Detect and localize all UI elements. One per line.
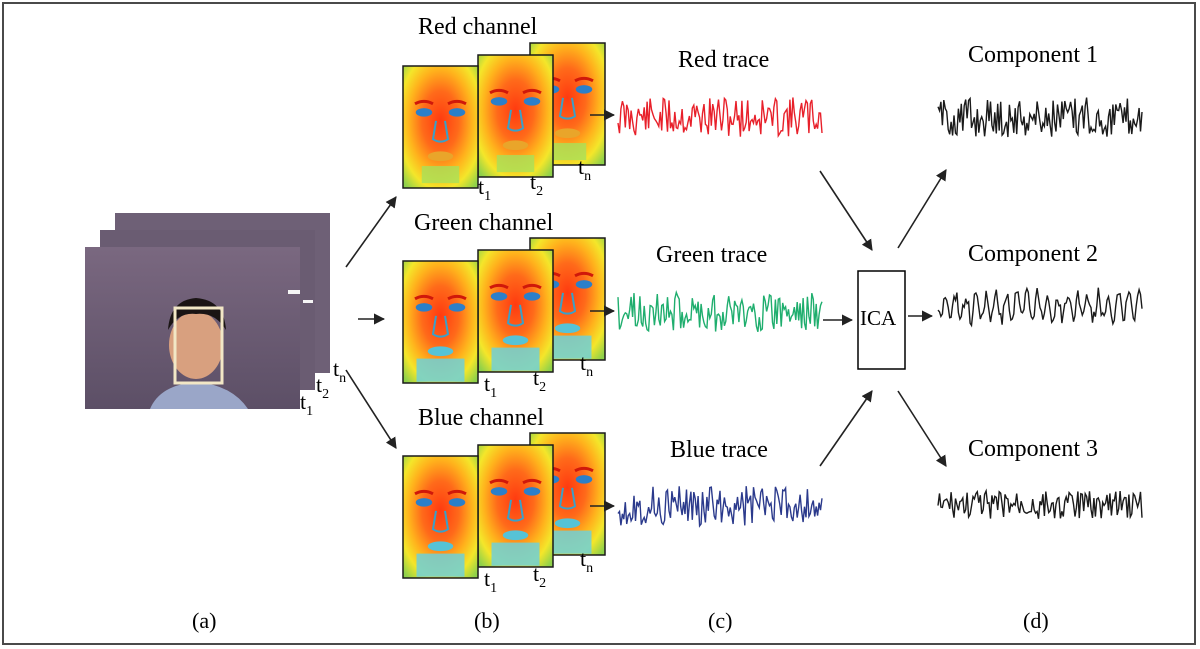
blue-channel-stack-frame-t1 [402,455,479,579]
component-2-title: Component 2 [968,241,1098,267]
red-channel-stack-frame-t2 [477,54,554,178]
green-trace-title: Green trace [656,242,768,268]
blue-channel-stack-frame-t2 [477,444,554,568]
arrow-video-to-red [345,196,397,268]
time-label-blue-tn: tn [580,546,594,576]
arrows [345,109,947,512]
component-1-line [937,96,1143,138]
component-1-title: Component 1 [968,42,1098,68]
ica-box [857,270,906,370]
arrow-video-to-blue [345,369,397,449]
time-label-blue-t2: t2 [533,561,547,591]
panel-label-d: (d) [1023,608,1049,633]
component-2-line [937,286,1143,328]
blue-channel-stack [402,432,606,579]
ica-label: ICA [860,306,897,330]
time-label-green-t2: t2 [533,365,547,395]
video-frame-stack [85,213,330,409]
arrow-blue-trace-to-ica [819,390,873,467]
time-label-green-t1: t1 [484,371,498,401]
channel-stacks [402,42,606,579]
time-label-red-tn: tn [578,154,592,184]
arrow-ica-to-component-1 [897,169,947,249]
time-label-a-t2: t2 [316,372,330,402]
arrow-ica-to-component-3 [897,390,947,467]
time-label-a-t1: t1 [300,389,314,419]
panel-label-c: (c) [708,608,733,633]
time-label-blue-t1: t1 [484,566,498,596]
red-channel-stack [402,42,606,189]
video-frame-t1 [85,247,313,409]
green-channel-stack [402,237,606,384]
traces [617,96,1143,528]
green-channel-stack-frame-t1 [402,260,479,384]
green-channel-title: Green channel [414,210,554,236]
component-3-line [937,488,1143,520]
time-label-a-tn: tn [333,356,347,386]
time-label-red-t2: t2 [530,169,544,199]
arrow-red-trace-to-ica [819,170,873,251]
panel-label-a: (a) [192,608,217,633]
green-channel-stack-frame-t2 [477,249,554,373]
red-channel-stack-frame-t1 [402,65,479,189]
blue-trace-line [617,485,823,528]
red-trace-title: Red trace [678,47,770,73]
time-label-green-tn: tn [580,350,594,380]
blue-trace-title: Blue trace [670,437,768,463]
component-3-title: Component 3 [968,436,1098,462]
face-roi-box [173,306,224,385]
time-label-red-t1: t1 [478,174,492,204]
blue-channel-title: Blue channel [418,405,544,431]
red-channel-title: Red channel [418,14,538,40]
red-trace-line [617,96,823,138]
green-trace-line [617,289,823,333]
panel-label-b: (b) [474,608,500,633]
